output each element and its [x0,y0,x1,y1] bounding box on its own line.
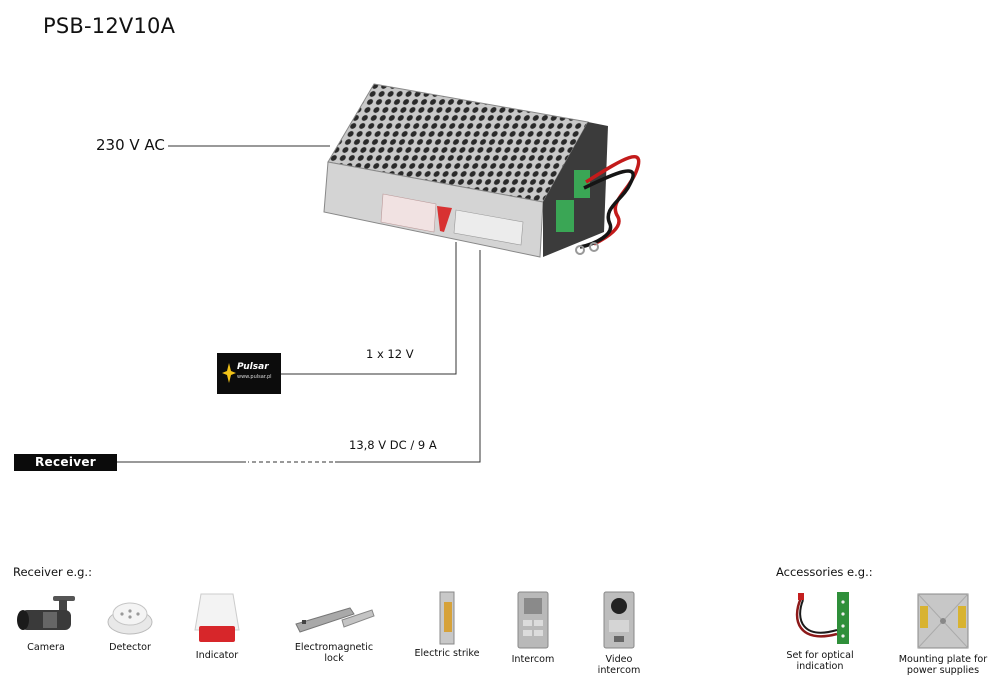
video-intercom-icon [603,591,635,649]
electromagnetic-lock-label-line1: Electromagnetic [294,642,374,653]
indicator-icon [194,593,240,642]
receiver-item-video-intercom: Video intercom [583,590,655,676]
detector-icon [107,602,153,635]
mounting-plate-icon [917,593,969,649]
receiver-item-camera: Camera [11,590,81,653]
mounting-plate-label-line1: Mounting plate for [898,654,988,665]
camera-icon [17,596,75,630]
receiver-item-detector: Detector [98,590,162,653]
pulsar-logo-text: Pulsar [237,362,269,372]
receiver-label-detector: Detector [109,642,151,653]
pulsar-url-text: www.pulsar.pl [237,374,272,380]
page-title: PSB-12V10A [43,14,176,38]
mounting-plate-label-line2: power supplies [906,665,980,676]
main-output-label: 13,8 V DC / 9 A [349,438,437,452]
optical-indication-set-icon [795,592,849,644]
electromagnetic-lock-icon [295,607,375,633]
receivers-heading: Receiver e.g.: [13,565,92,579]
pulsar-star-icon [222,363,236,383]
receiver-item-intercom: Intercom [503,590,563,665]
optical-indication-label-line2: indication [796,661,844,672]
aux-output-line [281,242,457,375]
optical-indication-label-line1: Set for optical [786,650,854,661]
intercom-icon [517,591,549,649]
receiver-label-camera: Camera [27,642,65,653]
receiver-item-electromagnetic-lock: Electromagnetic lock [288,590,380,664]
power-supply-unit-image [323,83,641,258]
electromagnetic-lock-label-line2: lock [324,653,344,664]
receiver-box: Receiver [14,454,117,471]
accessory-label-mounting-plate: Mounting plate for power supplies [896,654,990,676]
receiver-label-electromagnetic-lock: Electromagnetic lock [288,642,380,664]
electric-strike-icon [439,591,455,645]
accessory-item-optical-indication: Set for optical indication [780,590,860,672]
receiver-item-indicator: Indicator [185,590,249,661]
receiver-item-electric-strike: Electric strike [414,590,480,659]
accessory-label-optical-indication: Set for optical indication [780,650,860,672]
ac-input-label: 230 V AC [96,136,165,154]
main-output-line-solid [335,250,481,463]
accessory-item-mounting-plate: Mounting plate for power supplies [896,590,990,676]
receiver-label-electric-strike: Electric strike [414,648,480,659]
pulsar-module-badge: Pulsar www.pulsar.pl [217,353,281,394]
receiver-label-video-intercom: Video intercom [597,654,641,676]
aux-output-label: 1 x 12 V [366,347,414,361]
accessories-heading: Accessories e.g.: [776,565,873,579]
receiver-label-intercom: Intercom [511,654,555,665]
receiver-label-indicator: Indicator [195,650,239,661]
